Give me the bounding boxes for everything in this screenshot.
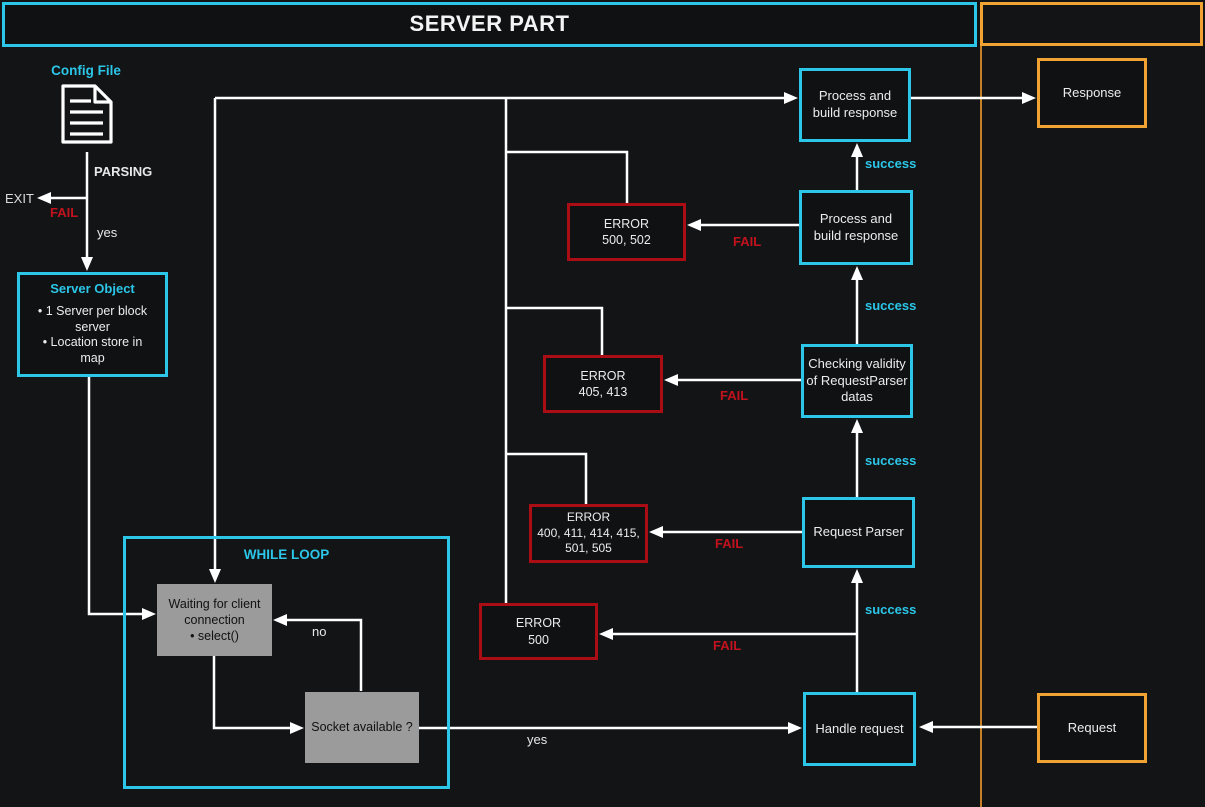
parsing-label: PARSING bbox=[94, 164, 153, 179]
yes-socket-label: yes bbox=[527, 732, 548, 747]
success-label-1: success bbox=[865, 156, 917, 171]
config-file-label: Config File bbox=[51, 63, 121, 78]
process-build-response-mid-box: Process and build response bbox=[799, 190, 913, 265]
request-box: Request bbox=[1037, 693, 1147, 763]
header-client-zone bbox=[980, 2, 1203, 46]
request-parser-box: Request Parser bbox=[802, 497, 915, 568]
process-build-response-top-box: Process and build response bbox=[799, 68, 911, 142]
fail-label-3: FAIL bbox=[715, 536, 744, 551]
waiting-for-client-box: Waiting for client connection • select() bbox=[157, 584, 272, 656]
handle-request-box: Handle request bbox=[803, 692, 916, 766]
checking-validity-box: Checking validity of RequestParser datas bbox=[801, 344, 913, 418]
document-icon bbox=[61, 84, 113, 144]
branch-error-500-502 bbox=[506, 150, 629, 203]
arrow-no-loop bbox=[273, 614, 363, 691]
socket-available-box: Socket available ? bbox=[305, 692, 419, 763]
branch-error-405-413 bbox=[506, 306, 604, 355]
fail-parsing-label: FAIL bbox=[50, 205, 79, 220]
fail-label-1: FAIL bbox=[733, 234, 762, 249]
error-400-group-box: ERROR 400, 411, 414, 415, 501, 505 bbox=[529, 504, 648, 563]
exit-label: EXIT bbox=[5, 191, 34, 206]
server-object-title: Server Object bbox=[50, 281, 135, 296]
header-server-part: SERVER PART bbox=[2, 2, 977, 47]
error-500-502-box: ERROR 500, 502 bbox=[567, 203, 686, 261]
success-label-3: success bbox=[865, 453, 917, 468]
server-object-box: Server Object • 1 Server per block serve… bbox=[17, 272, 168, 377]
while-loop-box: WHILE LOOP bbox=[123, 536, 450, 789]
page-title: SERVER PART bbox=[409, 11, 570, 37]
error-405-413-box: ERROR 405, 413 bbox=[543, 355, 663, 413]
no-label: no bbox=[312, 624, 327, 639]
error-500-box: ERROR 500 bbox=[479, 603, 598, 660]
success-label-2: success bbox=[865, 298, 917, 313]
arrow-waiting-to-socket bbox=[212, 656, 304, 734]
response-box: Response bbox=[1037, 58, 1147, 128]
fail-label-4: FAIL bbox=[713, 638, 742, 653]
server-object-bullet-1: • 1 Server per block server bbox=[37, 304, 148, 334]
branch-error-400-group bbox=[506, 452, 588, 504]
server-object-bullet-2: • Location store in map bbox=[42, 335, 143, 365]
while-loop-title: WHILE LOOP bbox=[243, 547, 330, 562]
yes-parsing-label: yes bbox=[97, 225, 118, 240]
success-label-4: success bbox=[865, 602, 917, 617]
fail-label-2: FAIL bbox=[720, 388, 749, 403]
